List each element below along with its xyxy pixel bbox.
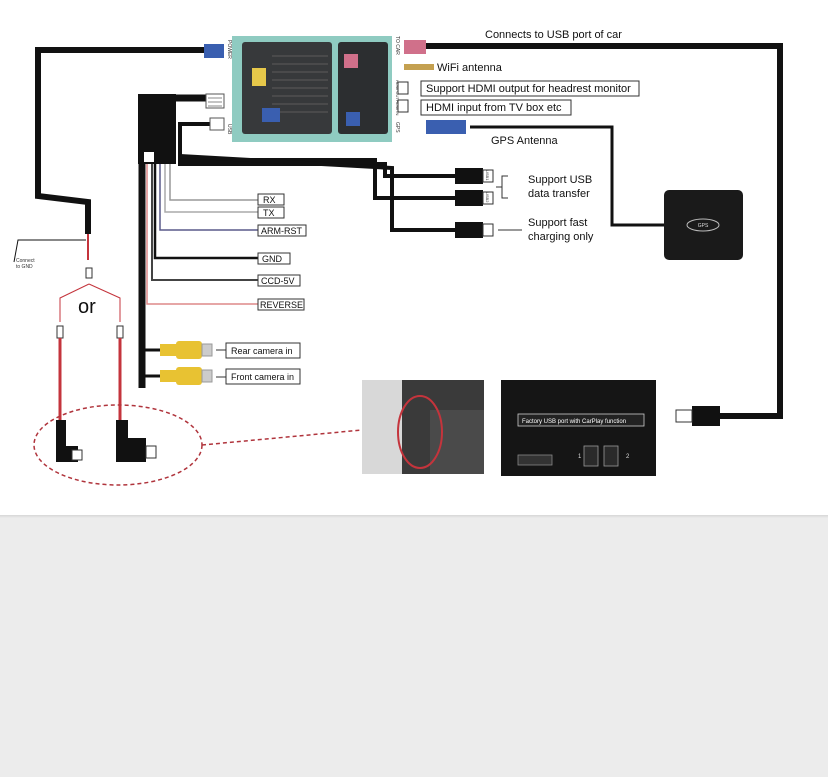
fast-charge-label-2: charging only <box>528 231 594 243</box>
rear-camera-label: Rear camera in <box>231 346 293 356</box>
ccd-wire <box>151 112 258 281</box>
dashed-pointer <box>201 429 363 446</box>
factory-port-1-label: 1 <box>578 454 582 460</box>
hdmi-in-port <box>397 99 409 113</box>
usb-plug-2 <box>455 190 494 206</box>
mini-fuse-left <box>56 420 83 462</box>
front-camera-rca <box>160 367 213 385</box>
reverse-wire <box>146 112 258 305</box>
rear-camera-rca <box>160 341 213 359</box>
fast-charge-label-1: Support fast <box>528 217 587 229</box>
port-usb-label: USB <box>226 124 232 135</box>
diagram-bottom-shadow <box>0 515 828 518</box>
usb-data-label-1: Support USB <box>528 174 592 186</box>
arm-rst-box <box>257 224 307 237</box>
usb1-cable <box>178 122 455 178</box>
module-fakra-blue-2 <box>346 112 360 126</box>
gnd-label: GND <box>262 254 283 264</box>
usb-plug-1 <box>455 168 494 184</box>
car-usb-cable <box>424 43 783 419</box>
fuse-photo-floor <box>430 410 484 474</box>
usb-data-bracket <box>496 175 508 199</box>
factory-usb-port-1 <box>583 445 599 467</box>
factory-sd-slot <box>517 454 553 466</box>
gps-connector <box>426 120 466 134</box>
port-hdmi-in-label: HDMI IN <box>395 100 400 115</box>
gps-antenna-box <box>664 190 743 260</box>
ccd-label: CCD-5V <box>261 276 295 286</box>
car-usb-plug <box>675 406 720 426</box>
usb-plug-charge <box>455 222 494 238</box>
hdmi-in-label: HDMI input from TV box etc <box>426 102 562 114</box>
gnd-lead <box>13 239 86 263</box>
gps-box-label: GPS <box>698 223 709 229</box>
rx-box <box>257 193 285 206</box>
module-fins <box>272 55 328 113</box>
hdmi-out-label: Support HDMI output for headrest monitor <box>426 83 631 95</box>
factory-usb-port-2 <box>603 445 619 467</box>
reverse-label: REVERSE <box>260 300 303 310</box>
mini-fuse-right <box>116 420 157 462</box>
ccd-box <box>257 274 301 287</box>
module-fakra-blue <box>262 108 280 122</box>
reverse-box <box>257 298 305 311</box>
usb-data-label-2: data transfer <box>528 188 590 200</box>
gps-logo-ring <box>686 218 720 232</box>
port-hdmi-out-label: HDMI OUT <box>395 80 400 100</box>
wiring-diagram: POWER USB TO CAR GPS HDMI OUT HDMI IN Co… <box>0 0 828 515</box>
front-camera-label: Front camera in <box>231 372 294 382</box>
hdmi-out-box <box>420 80 640 97</box>
fuse-photo-highlight <box>397 395 443 469</box>
usb1-port-label: USB1 <box>485 170 490 181</box>
fuse-tap <box>85 267 93 279</box>
factory-port-2-label: 2 <box>626 454 630 460</box>
usb-car-label: Connects to USB port of car <box>485 29 622 41</box>
factory-usb-label: Factory USB port with CarPlay function <box>522 419 626 425</box>
hdmi-out-port <box>397 81 409 95</box>
front-camera-box <box>225 368 301 385</box>
gps-antenna-label: GPS Antenna <box>491 135 559 147</box>
rear-camera-box <box>225 342 301 359</box>
gnd-box <box>257 252 291 265</box>
usb2-port-label: USB2 <box>485 192 490 203</box>
harness-hub <box>138 94 176 164</box>
factory-usb-caption-box <box>517 413 645 427</box>
fuse-right-top <box>116 325 124 339</box>
power-cable <box>35 47 210 234</box>
harness-hub-label <box>144 152 154 162</box>
wiring-diagram-svg: POWER USB TO CAR GPS HDMI OUT HDMI IN Co… <box>13 29 783 486</box>
fuse-photo-panel <box>362 380 402 474</box>
to-car-connector <box>404 40 426 54</box>
arm-rst-label: ARM-RST <box>261 226 302 236</box>
gps-cable <box>470 125 664 227</box>
power-connector <box>204 44 224 58</box>
module-fakra-yellow <box>252 68 266 86</box>
wifi-antenna-stub <box>404 64 434 70</box>
tx-label: TX <box>263 208 275 218</box>
charge-cable <box>179 154 455 232</box>
rx-label: RX <box>263 195 276 205</box>
red-wire-fuses <box>58 338 122 420</box>
harness-connector-pins <box>208 97 222 107</box>
tx-box <box>257 206 285 219</box>
connect-gnd-label-1: Connect <box>16 258 35 264</box>
wifi-label: WiFi antenna <box>437 62 503 74</box>
module-fakra-pink <box>344 54 358 68</box>
port-power-label: POWER <box>226 40 232 59</box>
or-label: or <box>78 296 96 318</box>
or-split-lines <box>59 283 121 322</box>
port-gps-label: GPS <box>394 122 400 133</box>
port-tocar-label: TO CAR <box>394 36 400 55</box>
fuse-left-top <box>56 325 64 339</box>
connect-gnd-label-2: to GND <box>16 264 33 270</box>
usb-connector <box>209 117 225 131</box>
hdmi-in-box <box>420 99 572 116</box>
